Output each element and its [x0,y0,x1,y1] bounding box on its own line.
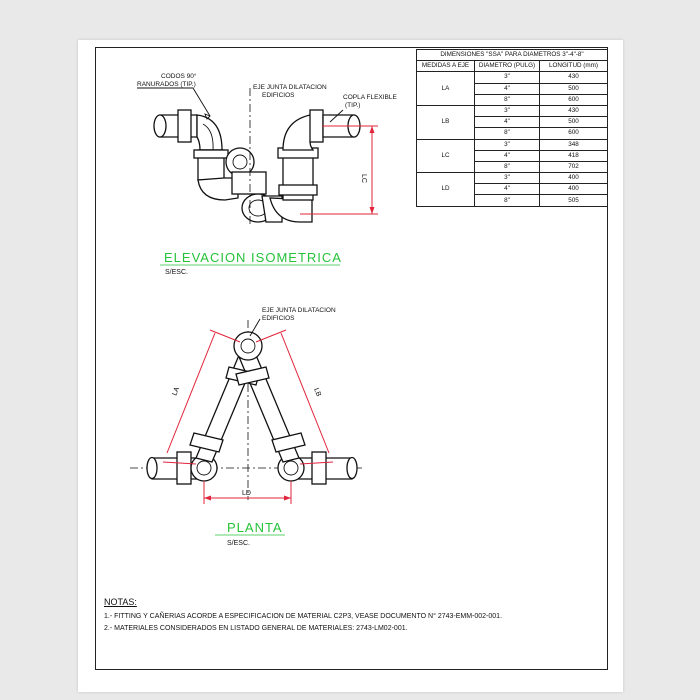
cell-diameter: 4" [474,183,540,196]
elevation-scale: S/ESC. [165,269,188,276]
label-lc: LC [360,174,367,183]
table-row: LB 3" 430 [416,104,608,140]
table-row: 8" 702 [417,160,608,174]
left-coupling [177,109,192,143]
cell-length: 600 [539,127,608,140]
table-row: 8" 505 [417,194,608,207]
center-coupling [231,171,267,195]
group-ld: LD [416,172,475,207]
label-copla: COPLA FLEXIBLE [343,94,397,101]
elevation-title: ELEVACION ISOMETRICA [164,250,342,265]
copla-leader [329,109,344,123]
right-coupling [309,109,324,143]
plan-view [130,318,365,504]
cell-length: 348 [539,138,608,151]
label-eje-junta-top: EJE JUNTA DILATACION [253,84,327,91]
isometric-elevation [137,87,378,225]
plan-right-upper-coupling [235,366,270,386]
plan-left-coupling [176,451,192,485]
plan-right-coupling [311,451,327,485]
label-ld: LD [242,490,251,497]
plan-right-lower-coupling [271,432,306,453]
cell-diameter: 4" [474,149,540,162]
label-edificios-top: EDIFICIOS [262,92,295,99]
drawing-frame [95,47,608,670]
group-lc: LC [416,138,475,174]
label-codos: CODOS 90° [161,72,197,80]
left-pipe-end [153,114,167,138]
plan-title: PLANTA [227,520,283,535]
lb-dimension-line [280,332,330,454]
cell-length: 702 [539,160,608,174]
cell-diameter: 8" [474,194,540,207]
left-elbow [196,114,223,151]
table-row: 4" 400 [417,183,608,196]
label-edificios-plan: EDIFICIOS [262,315,295,322]
plan-left-lower-coupling [189,432,224,453]
cell-length: 505 [539,194,608,207]
cell-length: 400 [539,183,608,196]
table-row: 4" 418 [417,149,608,162]
plan-top-elbow [233,331,263,361]
label-ranurados: RANURADOS (TIP.) [137,81,196,88]
note-item: 1.- FITTING Y CAÑERIAS ACORDE A ESPECIFI… [104,613,503,620]
label-copla-tip: (TIP.) [345,102,360,109]
codos-leader [137,87,211,117]
notes-block: NOTAS: 1.- FITTING Y CAÑERIAS ACORDE A E… [104,597,502,637]
notes-title: NOTAS: [104,597,137,607]
table-row: LA 3" 430 [416,71,608,106]
label-la: LA [171,386,181,397]
plan-scale: S/ESC. [227,540,250,547]
header-medidas: MEDIDAS A EJE [416,60,475,73]
la-dimension-line [166,332,216,454]
cell-diameter: 8" [474,160,540,174]
label-eje-junta-plan: EJE JUNTA DILATACION [262,307,336,314]
group-lb: LB [416,104,475,140]
label-lb: LB [312,387,322,398]
note-item: 2.- MATERIALES CONSIDERADOS EN LISTADO G… [104,625,408,632]
right-lower-elbow [269,197,313,223]
cell-length: 400 [539,172,608,185]
table-row: 4" 500 [417,82,608,95]
cell-length: 418 [539,149,608,162]
dimensions-table: DIMENSIONES "SSA" PARA DIAMETROS 3"-4"-8… [416,48,608,207]
table-row: 4" 500 [417,116,608,129]
cell-diameter: 3" [474,172,540,185]
table-row: 8" 600 [417,127,608,140]
table-row: LD 3" 400 [416,172,608,207]
table-row: LC 3" 348 [416,138,608,174]
